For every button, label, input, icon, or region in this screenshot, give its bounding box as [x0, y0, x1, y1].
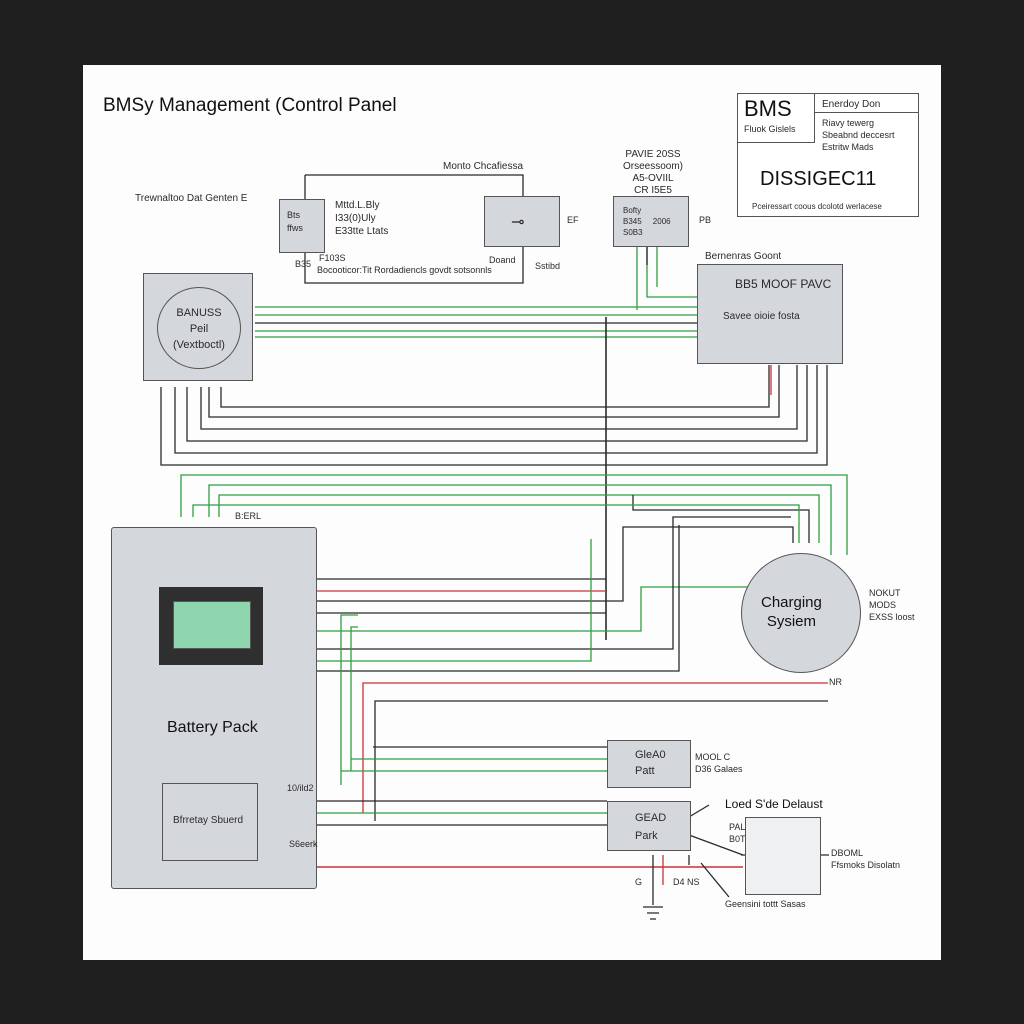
- wire-green-charge-4: [192, 504, 800, 543]
- motor-pin: EF: [567, 215, 579, 225]
- right-module: [697, 264, 843, 364]
- battery-sub-module: [162, 783, 258, 861]
- title-block-code-sub: Fluok Gislels: [744, 124, 796, 134]
- wire-batt-2: [315, 526, 794, 602]
- motor-title: Monto Chcafiessa: [443, 161, 524, 172]
- charging-pin: NR: [829, 677, 842, 687]
- top-module-body: Bofty B345 2006 S0B3: [623, 206, 671, 237]
- title-block-divider: [814, 112, 918, 113]
- wire-bmu-green-2: [255, 330, 697, 338]
- gead-module-1-notes: MOOL C D36 Galaes: [695, 752, 743, 774]
- ground-symbol: [643, 855, 663, 920]
- title-block: BMS Fluok Gislels Enerdoy Don Riavy tewe…: [737, 93, 919, 217]
- title-block-line-2: Sbeabnd deccesrt: [822, 130, 895, 140]
- bmu-ring: [157, 287, 241, 369]
- gead-module-2: [607, 801, 691, 851]
- battery-sub-label: Bfrretay Sbuerd: [173, 815, 244, 826]
- right-module-title: Bernenras Goont: [705, 251, 782, 262]
- title-block-code-cell: [738, 94, 815, 143]
- load-pin: PAL B0T: [729, 822, 746, 844]
- wire-bmu-bot-3: [186, 365, 808, 442]
- wire-batt-6: [315, 539, 592, 662]
- top-module: [613, 196, 689, 247]
- load-callout: [700, 862, 730, 898]
- schematic-sheet: BMSy Management (Control Panel BMS Fluok…: [83, 65, 941, 960]
- wire-bmu-bot-1: [160, 365, 828, 466]
- motor-relay-icon: ⊸: [511, 212, 525, 231]
- wire-green-charge-1: [180, 474, 848, 555]
- gead-module-1-label: GleA0 Patt: [635, 749, 666, 777]
- bottom-note: Bocooticor:Tit Rordadiencls govdt sotson…: [317, 265, 492, 275]
- top-module-pin: PB: [699, 215, 712, 225]
- load-bottom: Geensini tottt Sasas: [725, 899, 806, 909]
- right-module-body: Savee oioie fosta: [723, 311, 800, 322]
- wire-batt-4: [315, 555, 796, 632]
- charging-label: Charging Sysiem: [761, 594, 822, 630]
- wire-bmu-bot-6: [220, 365, 770, 408]
- wire-green-long-2: [350, 626, 358, 771]
- charging-system: [741, 553, 861, 673]
- charging-notes: NOKUT MODS EXSS loost: [869, 588, 915, 622]
- page-title: BMSy Management (Control Panel: [103, 95, 397, 116]
- motor-module: [484, 196, 560, 247]
- wire-red-long-1: [362, 682, 828, 813]
- battery-display: [159, 587, 263, 665]
- left-label: Trewnaltoo Dat Genten E: [135, 193, 248, 204]
- wire-sensor1-motor: [305, 174, 524, 199]
- wire-batt-5: [315, 516, 791, 650]
- wire-black-long-1: [374, 700, 828, 821]
- battery-pin-label-3: S6eerk: [289, 839, 318, 849]
- wire-black-charge-1: [632, 495, 810, 543]
- gead-module-1: [607, 740, 691, 788]
- sensor-module-1: [279, 199, 325, 253]
- wire-batt-7: [315, 525, 680, 672]
- title-block-code: BMS: [744, 96, 792, 121]
- wire-bmu-bot-4: [200, 365, 798, 430]
- battery-pin-label-2: 10/ild2: [287, 783, 314, 793]
- bottom-note-pin: F103S: [319, 253, 346, 263]
- wire-green-charge-3: [218, 494, 820, 543]
- sensor-module-1-notes: Mttd.L.Bly I33(0)Uly E33tte Ltats: [335, 200, 389, 237]
- wire-bmu-bot-2: [174, 365, 818, 454]
- wire-gead-load: [688, 804, 744, 865]
- wire-green-charge-2: [208, 484, 832, 555]
- drawing-number: DISSIGEC11: [760, 168, 877, 190]
- wire-bmu-bot-5: [208, 365, 780, 418]
- battery-label: Battery Pack: [167, 719, 258, 736]
- load-title: Loed S'de Delaust: [725, 797, 823, 811]
- right-module-header: BB5 MOOF PAVC: [735, 277, 832, 291]
- wire-to-gead1: [341, 758, 607, 772]
- load-box: [745, 817, 821, 895]
- battery-display-screen: [173, 601, 251, 649]
- load-notes: DBOML Ffsmoks Disolatn: [831, 848, 901, 870]
- title-block-right-top: Enerdoy Don: [822, 99, 881, 110]
- ground-pin: G: [635, 877, 643, 887]
- battery-pin-label: B:ERL: [235, 511, 262, 521]
- wire-green-long-1: [340, 614, 358, 785]
- title-block-line-3: Estritw Mads: [822, 142, 874, 152]
- sensor-module-1-body: Bts ffws: [287, 210, 303, 233]
- title-block-footer: Pceiressart coous dcolotd werlacese: [752, 202, 882, 211]
- gead-module-2-label: GEAD Park: [635, 812, 667, 842]
- wire-top-module: [636, 245, 699, 310]
- sensor-module-1-pin: B35: [295, 259, 312, 269]
- motor-sub: Doand: [489, 255, 516, 265]
- bmu-label: BANUSS Peil (Vextboctl): [173, 307, 225, 351]
- motor-sub-2: Sstibd: [535, 261, 561, 271]
- gead-module-2-pins: D4 NS: [673, 877, 700, 887]
- top-module-title: PAVIE 20SS Orseessoom) A5-OVIIL CR I5E5: [623, 149, 684, 196]
- title-block-line-1: Riavy tewerg: [822, 118, 875, 128]
- wire-bmu-green-1: [255, 306, 697, 316]
